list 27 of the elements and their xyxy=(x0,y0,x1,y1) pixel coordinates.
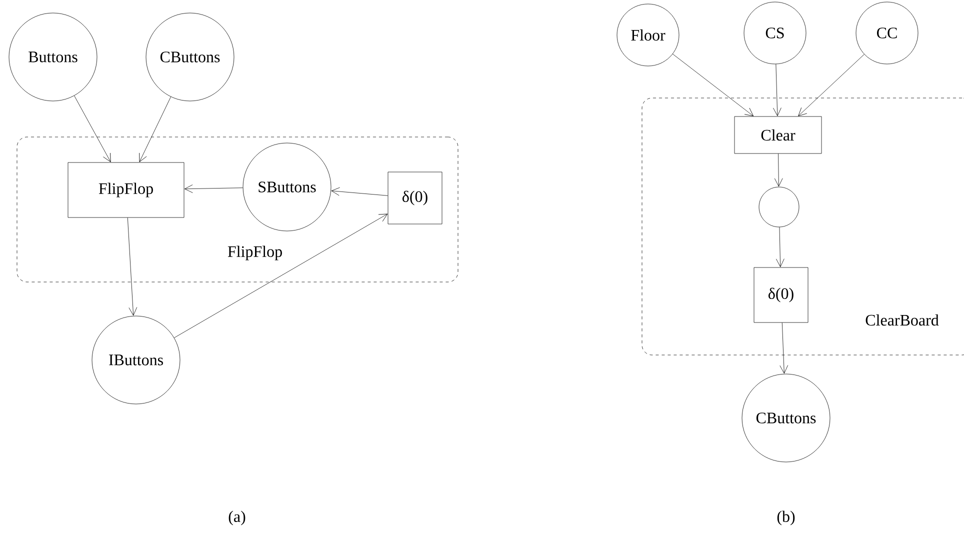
arrow xyxy=(127,218,138,316)
circle-node: SButtons xyxy=(242,142,332,232)
arrow xyxy=(780,322,788,374)
process-box: Clear xyxy=(734,116,822,154)
arrow xyxy=(672,54,754,116)
arrow xyxy=(139,96,172,162)
arrow xyxy=(798,54,864,116)
circle-node xyxy=(758,186,800,228)
process-box: FlipFlop xyxy=(68,162,184,218)
arrow xyxy=(776,227,784,268)
circle-node: IButtons xyxy=(92,316,180,404)
circle-node: Buttons xyxy=(8,12,98,102)
circle-node: Floor xyxy=(616,4,680,66)
panel-label: (b) xyxy=(777,510,795,526)
panel-label: (a) xyxy=(228,510,246,526)
arrow xyxy=(774,154,783,187)
circle-node: CS xyxy=(744,2,806,64)
arrow xyxy=(331,187,388,196)
circle-node: CC xyxy=(856,2,918,64)
arrow xyxy=(184,184,244,193)
circle-node: CButtons xyxy=(146,12,234,102)
arrow xyxy=(773,64,782,116)
circle-node: CButtons xyxy=(742,374,830,462)
arrow xyxy=(174,214,388,338)
arrow xyxy=(74,96,111,162)
process-box: δ(0) xyxy=(754,267,808,323)
process-box: δ(0) xyxy=(388,172,442,224)
